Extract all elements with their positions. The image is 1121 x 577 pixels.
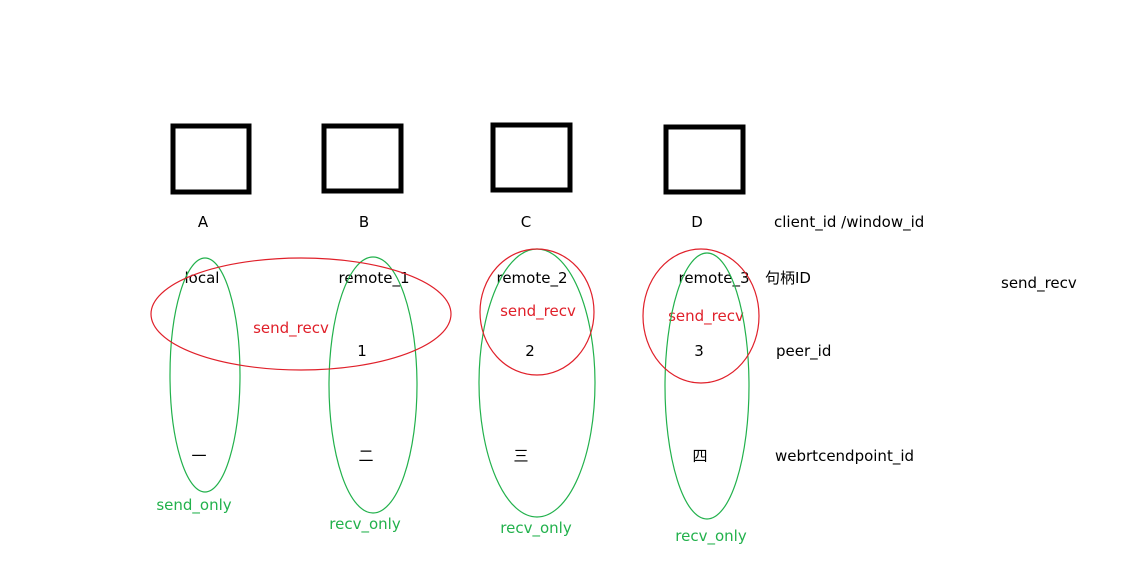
window-box-a (170, 123, 252, 195)
row-label-endpoint-id: webrtcendpoint_id (775, 447, 914, 466)
client-id-a: A (198, 213, 209, 231)
endpoint-id-b: 二 (358, 447, 373, 465)
client-id-c: C (521, 213, 531, 231)
peer-id-d: 3 (694, 342, 704, 360)
window-box-b (321, 123, 404, 194)
handle-b: remote_1 (338, 269, 409, 288)
window-box-c (490, 122, 573, 193)
endpoint-id-a: 一 (191, 447, 206, 465)
endpoint-id-c: 三 (513, 447, 528, 465)
peer-id-b: 1 (357, 342, 367, 360)
client-id-b: B (359, 213, 369, 231)
connection-ellipse-3 (642, 248, 760, 384)
direction-ellipse-a (169, 257, 241, 493)
row-label-client-id: client_id /window_id (774, 213, 924, 232)
connection-label-2: send_recv (500, 302, 576, 321)
send-recv-note: send_recv (1001, 274, 1077, 293)
client-id-d: D (691, 213, 703, 231)
connection-ellipse-2 (479, 248, 595, 376)
window-box-d (663, 124, 746, 195)
mode-label-a: send_only (156, 496, 231, 515)
row-label-handle-id: 句柄ID (765, 269, 811, 287)
mode-label-b: recv_only (329, 515, 401, 534)
handle-a: local (185, 269, 220, 287)
mode-label-d: recv_only (675, 527, 747, 546)
direction-ellipse-d (664, 252, 750, 520)
peer-id-c: 2 (525, 342, 535, 360)
handle-c: remote_2 (496, 269, 567, 288)
connection-label-3: send_recv (668, 307, 744, 326)
mode-label-c: recv_only (500, 519, 572, 538)
handle-d: remote_3 (678, 269, 749, 288)
row-label-peer-id: peer_id (776, 342, 831, 361)
direction-ellipse-c (478, 248, 596, 518)
connection-label-1: send_recv (253, 319, 329, 338)
direction-ellipse-b (328, 256, 418, 514)
endpoint-id-d: 四 (692, 447, 707, 465)
connection-ellipse-1 (150, 257, 452, 371)
